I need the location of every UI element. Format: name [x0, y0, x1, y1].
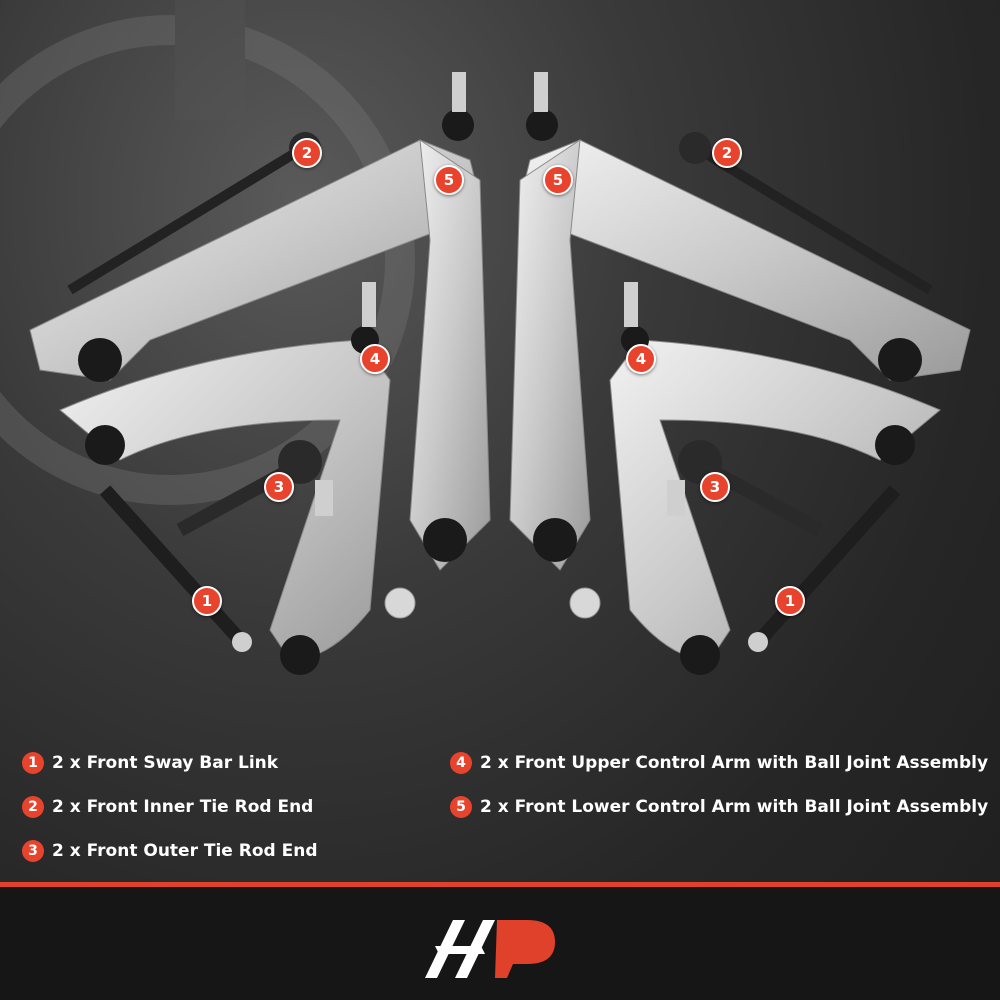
- sway-bar-link-left: [99, 485, 252, 652]
- lower-control-arm-right: [509, 72, 971, 571]
- legend-text: 2 x Front Lower Control Arm with Ball Jo…: [480, 797, 989, 817]
- callout-2-right: 2: [712, 138, 742, 168]
- legend-item-1: 1 2 x Front Sway Bar Link: [22, 752, 278, 774]
- callout-4-left: 4: [360, 344, 390, 374]
- legend-text: 2 x Front Sway Bar Link: [52, 753, 279, 773]
- washer-left: [384, 587, 416, 619]
- legend-item-4: 4 2 x Front Upper Control Arm with Ball …: [450, 752, 988, 774]
- sway-bar-link-right: [748, 485, 901, 652]
- legend-number: 1: [22, 752, 44, 774]
- legend-number: 5: [450, 796, 472, 818]
- callout-3-left: 3: [264, 472, 294, 502]
- legend-text: 2 x Front Upper Control Arm with Ball Jo…: [480, 753, 989, 773]
- accent-divider: [0, 882, 1000, 887]
- callout-2-left: 2: [292, 138, 322, 168]
- callout-1-right: 1: [775, 586, 805, 616]
- washer-right: [569, 587, 601, 619]
- legend-text: 2 x Front Outer Tie Rod End: [52, 841, 318, 861]
- parts-legend: 1 2 x Front Sway Bar Link 2 2 x Front In…: [0, 730, 1000, 880]
- upper-control-arm-right: [609, 282, 941, 675]
- legend-item-3: 3 2 x Front Outer Tie Rod End: [22, 840, 318, 862]
- callout-5-right: 5: [543, 165, 573, 195]
- callout-4-right: 4: [626, 344, 656, 374]
- brand-logo-icon: [425, 920, 555, 978]
- legend-item-5: 5 2 x Front Lower Control Arm with Ball …: [450, 796, 988, 818]
- callout-3-right: 3: [700, 472, 730, 502]
- legend-number: 4: [450, 752, 472, 774]
- legend-text: 2 x Front Inner Tie Rod End: [52, 797, 314, 817]
- upper-control-arm-left: [59, 282, 391, 675]
- legend-number: 3: [22, 840, 44, 862]
- inner-tie-rod-right: [679, 132, 933, 295]
- background-wheel: [0, 0, 415, 505]
- callout-5-left: 5: [434, 165, 464, 195]
- legend-item-2: 2 2 x Front Inner Tie Rod End: [22, 796, 313, 818]
- legend-number: 2: [22, 796, 44, 818]
- lower-control-arm-left: [29, 72, 491, 571]
- parts-illustration: [0, 0, 971, 675]
- callout-1-left: 1: [192, 586, 222, 616]
